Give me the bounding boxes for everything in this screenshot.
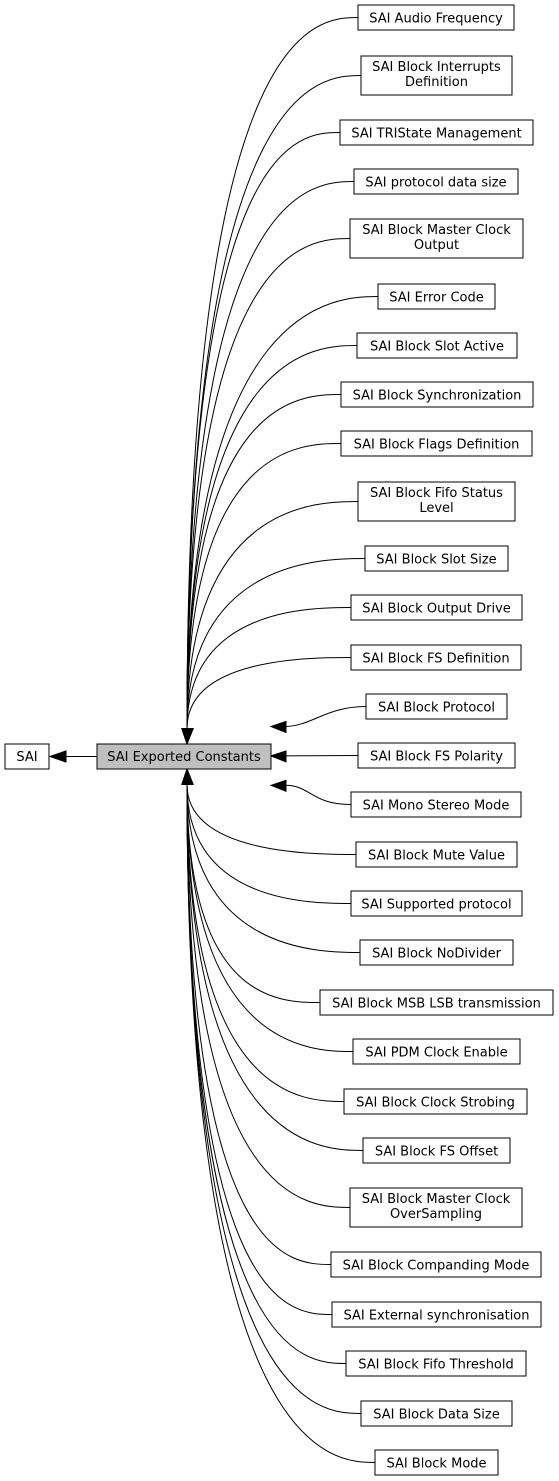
node-c5[interactable]: SAI Error Code — [377, 283, 496, 310]
node-c23-label: SAI Block Master Clock — [362, 1192, 511, 1207]
node-c1-label: SAI Block Interrupts — [372, 60, 501, 75]
node-c26[interactable]: SAI Block Fifo Threshold — [345, 1350, 527, 1377]
edge-c5 — [181, 296, 379, 745]
node-c19-label: SAI Block MSB LSB transmission — [332, 997, 541, 1012]
node-c26-label: SAI Block Fifo Threshold — [358, 1358, 514, 1373]
node-c24[interactable]: SAI Block Companding Mode — [330, 1251, 542, 1278]
node-c27[interactable]: SAI Block Data Size — [360, 1400, 513, 1427]
node-c28-label: SAI Block Mode — [386, 1457, 486, 1472]
node-c21[interactable]: SAI Block Clock Strobing — [343, 1088, 528, 1115]
edge-c14 — [269, 750, 359, 763]
edge-c17 — [181, 768, 352, 904]
edge-center-to-root — [48, 750, 97, 763]
node-c22[interactable]: SAI Block FS Offset — [362, 1137, 511, 1164]
node-sai-label: SAI — [16, 750, 37, 765]
node-c17-label: SAI Supported protocol — [361, 898, 511, 913]
node-c20-label: SAI PDM Clock Enable — [365, 1046, 507, 1061]
diagram-edges — [181, 17, 379, 1463]
node-c18-label: SAI Block NoDivider — [372, 947, 502, 962]
node-c10-label: SAI Block Slot Size — [376, 553, 496, 568]
node-c7[interactable]: SAI Block Synchronization — [340, 381, 534, 408]
node-c9-label: Level — [419, 501, 453, 516]
node-c3[interactable]: SAI protocol data size — [353, 168, 519, 195]
edge-c9 — [181, 501, 359, 745]
node-c10[interactable]: SAI Block Slot Size — [364, 545, 509, 572]
node-c13-label: SAI Block Protocol — [378, 701, 495, 716]
edge-c7 — [181, 394, 342, 745]
node-c1-label: Definition — [405, 75, 468, 90]
node-sai[interactable]: SAI — [4, 743, 50, 770]
node-c7-label: SAI Block Synchronization — [353, 389, 522, 404]
node-c6-label: SAI Block Slot Active — [370, 340, 504, 355]
node-c8[interactable]: SAI Block Flags Definition — [340, 430, 533, 457]
node-c0-label: SAI Audio Frequency — [369, 12, 503, 27]
node-c20[interactable]: SAI PDM Clock Enable — [352, 1038, 521, 1065]
node-c4-label: Output — [414, 238, 459, 253]
node-c16-label: SAI Block Mute Value — [368, 849, 505, 864]
edge-c11 — [181, 607, 352, 745]
edge-c4 — [181, 238, 351, 745]
node-c22-label: SAI Block FS Offset — [375, 1145, 498, 1160]
node-c11[interactable]: SAI Block Output Drive — [350, 594, 523, 621]
node-c14-label: SAI Block FS Polarity — [370, 750, 503, 765]
edge-c2 — [181, 132, 341, 745]
edge-c13 — [269, 706, 367, 734]
edge-c8 — [181, 443, 342, 745]
node-c8-label: SAI Block Flags Definition — [354, 438, 520, 453]
node-c2-label: SAI TRIState Management — [351, 127, 521, 142]
node-c11-label: SAI Block Output Drive — [362, 602, 511, 617]
node-c6[interactable]: SAI Block Slot Active — [356, 332, 518, 359]
node-c17[interactable]: SAI Supported protocol — [350, 890, 523, 917]
edge-c15 — [269, 779, 352, 805]
edge-c19 — [181, 768, 321, 1003]
node-c16[interactable]: SAI Block Mute Value — [355, 841, 518, 868]
node-c12-label: SAI Block FS Definition — [362, 652, 509, 667]
node-c21-label: SAI Block Clock Strobing — [356, 1096, 515, 1111]
edge-c12 — [181, 657, 352, 745]
node-center-label: SAI Exported Constants — [107, 750, 261, 765]
node-c24-label: SAI Block Companding Mode — [343, 1259, 530, 1274]
node-c25-label: SAI External synchronisation — [343, 1309, 529, 1324]
edge-c26 — [181, 768, 347, 1364]
node-c23-label: OverSampling — [390, 1207, 482, 1222]
edge-c0 — [181, 17, 359, 745]
node-sai-exported-constants[interactable]: SAI Exported Constants — [96, 743, 272, 770]
node-c15[interactable]: SAI Mono Stereo Mode — [350, 791, 522, 818]
node-c4-label: SAI Block Master Clock — [362, 223, 511, 238]
node-c28[interactable]: SAI Block Mode — [374, 1449, 499, 1476]
node-c14[interactable]: SAI Block FS Polarity — [357, 742, 516, 769]
node-c13[interactable]: SAI Block Protocol — [365, 693, 508, 720]
edge-c18 — [181, 768, 361, 953]
node-c9-label: SAI Block Fifo Status — [370, 486, 503, 501]
node-c5-label: SAI Error Code — [389, 291, 483, 306]
edge-c10 — [181, 558, 366, 745]
node-c18[interactable]: SAI Block NoDivider — [359, 939, 514, 966]
node-c19[interactable]: SAI Block MSB LSB transmission — [319, 989, 554, 1016]
node-c12[interactable]: SAI Block FS Definition — [350, 644, 522, 671]
node-c25[interactable]: SAI External synchronisation — [331, 1301, 542, 1328]
edge-c25 — [181, 768, 333, 1315]
edge-c16 — [181, 768, 357, 855]
node-c15-label: SAI Mono Stereo Mode — [363, 799, 510, 814]
edge-c1 — [181, 75, 362, 745]
node-c3-label: SAI protocol data size — [365, 176, 506, 191]
node-c2[interactable]: SAI TRIState Management — [339, 119, 534, 146]
node-c27-label: SAI Block Data Size — [373, 1408, 500, 1423]
node-c0[interactable]: SAI Audio Frequency — [357, 4, 515, 31]
edge-c28 — [181, 768, 376, 1463]
